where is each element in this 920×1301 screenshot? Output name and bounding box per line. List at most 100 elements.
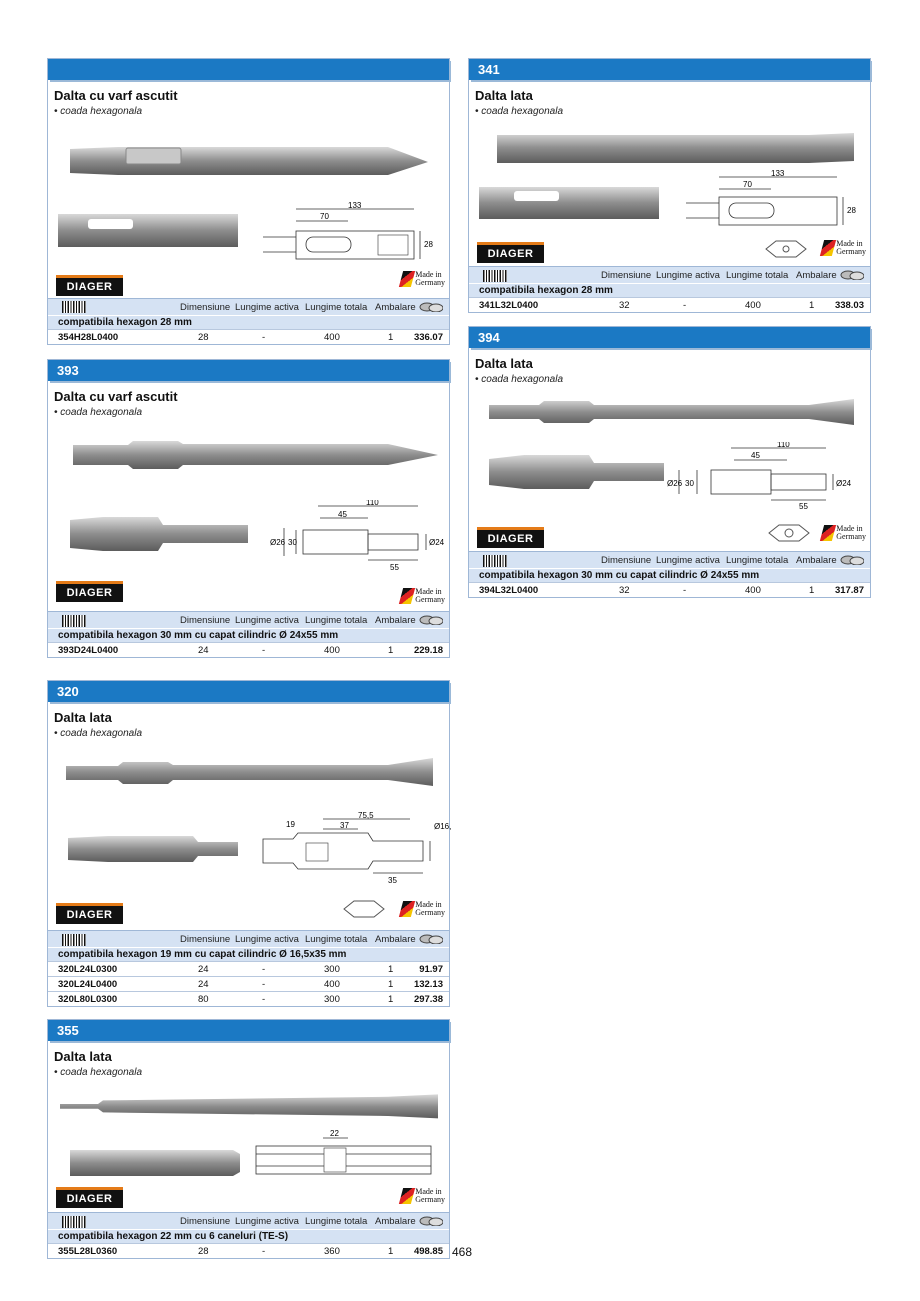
compatibility: compatibila hexagon 19 mm cu capat cilin… xyxy=(48,947,449,961)
product-card-393: 393 Dalta cu varf ascutit • coada hexago… xyxy=(47,359,450,658)
product-subtitle: • coada hexagonala xyxy=(54,407,143,418)
hexagon-icon xyxy=(768,524,810,542)
hexagon-icon xyxy=(343,900,385,918)
compatibility: compatibila hexagon 28 mm xyxy=(469,283,870,297)
package-icon xyxy=(840,270,864,280)
chisel-illustration xyxy=(489,399,854,489)
dimension-drawing: 110 45 Ø26 30 55 Ø24 xyxy=(270,500,445,572)
product-title: Dalta lata xyxy=(54,1049,112,1064)
product-subtitle: • coada hexagonala xyxy=(54,1067,143,1078)
germany-flag-icon xyxy=(399,588,416,604)
dim-label-28: 28 xyxy=(847,206,856,215)
table-header: Dimensiune Lungime activa Lungime totala… xyxy=(48,930,449,947)
page-number: 468 xyxy=(452,1245,473,1259)
product-card-394: 394 Dalta lata • coada hexagonala 110 45… xyxy=(468,326,871,598)
dim-label-70: 70 xyxy=(743,180,752,189)
dim-label-133: 133 xyxy=(771,169,785,178)
germany-flag-icon xyxy=(399,271,416,287)
hexagon-icon xyxy=(765,240,807,258)
chisel-illustration xyxy=(66,758,433,862)
product-subtitle: • coada hexagonala xyxy=(54,106,143,117)
dim-label-37: 37 xyxy=(340,821,349,830)
table-row: 320L80L0300 80 - 300 1 297.38 xyxy=(48,991,449,1006)
dimension-drawing: 133 70 28 xyxy=(263,201,433,260)
diager-logo: DIAGER xyxy=(56,275,123,296)
table-header: Dimensiune Lungime activa Lungime totala… xyxy=(48,298,449,315)
dim-label-55: 55 xyxy=(390,563,399,572)
card-number: 355 xyxy=(48,1020,449,1041)
dimension-drawing: 22 xyxy=(255,1130,432,1175)
package-icon xyxy=(419,1216,443,1226)
product-table: Dimensiune Lungime activa Lungime totala… xyxy=(48,298,449,344)
package-icon xyxy=(840,555,864,565)
dim-label-d24: Ø24 xyxy=(836,479,852,488)
dim-label-d24: Ø24 xyxy=(429,538,445,547)
product-subtitle: • coada hexagonala xyxy=(475,106,564,117)
compatibility: compatibila hexagon 22 mm cu 6 caneluri … xyxy=(48,1229,449,1243)
chisel-illustration xyxy=(60,1094,438,1176)
table-row: 355L28L0360 28 - 360 1 498.85 xyxy=(48,1243,449,1258)
product-title: Dalta lata xyxy=(475,88,533,103)
chisel-illustration xyxy=(70,441,438,551)
dim-label-70: 70 xyxy=(320,212,329,221)
chisel-illustration xyxy=(58,147,428,247)
product-card-320: 320 Dalta lata • coada hexagonala 75,5 3… xyxy=(47,680,451,1007)
product-table: Dimensiune Lungime activa Lungime totala… xyxy=(469,266,870,312)
dimension-drawing: 133 70 28 xyxy=(686,169,856,226)
dim-label-30: 30 xyxy=(288,538,297,547)
table-row: 354H28L0400 28 - 400 1 336.07 xyxy=(48,329,449,344)
dim-label-75-5: 75,5 xyxy=(358,811,374,820)
dimension-drawing: 75,5 37 19 Ø16,5 35 xyxy=(262,811,451,885)
diager-logo: DIAGER xyxy=(56,581,123,602)
table-header: Dimensiune Lungime activa Lungime totala… xyxy=(48,611,449,628)
card-number: 320 xyxy=(48,681,449,702)
product-table: Dimensiune Lungime activa Lungime totala… xyxy=(469,551,870,597)
table-row: 393D24L0400 24 - 400 1 229.18 xyxy=(48,642,449,657)
product-table: Dimensiune Lungime activa Lungime totala… xyxy=(48,1212,449,1258)
dim-label-110: 110 xyxy=(366,500,379,507)
table-row: 341L32L0400 32 - 400 1 338.03 xyxy=(469,297,870,312)
table-row: 320L24L0300 24 - 300 1 91.97 xyxy=(48,961,449,976)
germany-flag-icon xyxy=(399,901,416,917)
barcode-icon xyxy=(62,615,86,627)
product-card-354: Dalta cu varf ascutit • coada hexagonala… xyxy=(47,58,450,345)
table-header: Dimensiune Lungime activa Lungime totala… xyxy=(469,551,870,568)
dim-label-d26: Ø26 xyxy=(270,538,286,547)
card-number xyxy=(48,59,449,80)
table-row: 394L32L0400 32 - 400 1 317.87 xyxy=(469,582,870,597)
germany-flag-icon xyxy=(399,1188,416,1204)
dim-label-110: 110 xyxy=(777,442,790,449)
barcode-icon xyxy=(483,270,507,282)
germany-flag-icon xyxy=(820,240,837,256)
package-icon xyxy=(419,615,443,625)
barcode-icon xyxy=(62,934,86,946)
dim-label-30: 30 xyxy=(685,479,694,488)
dim-label-22: 22 xyxy=(330,1130,339,1138)
diager-logo: DIAGER xyxy=(477,527,544,548)
card-number: 394 xyxy=(469,327,870,348)
compatibility: compatibila hexagon 28 mm xyxy=(48,315,449,329)
dim-label-133: 133 xyxy=(348,201,362,210)
product-table: Dimensiune Lungime activa Lungime totala… xyxy=(48,930,449,1006)
barcode-icon xyxy=(62,1216,86,1228)
dim-label-19: 19 xyxy=(286,820,295,829)
product-table: Dimensiune Lungime activa Lungime totala… xyxy=(48,611,449,657)
card-number: 393 xyxy=(48,360,449,381)
chisel-illustration xyxy=(479,133,854,219)
dim-label-d26: Ø26 xyxy=(667,479,683,488)
diager-logo: DIAGER xyxy=(477,242,544,263)
package-icon xyxy=(419,302,443,312)
product-title: Dalta cu varf ascutit xyxy=(54,88,178,103)
dim-label-28: 28 xyxy=(424,240,433,249)
diager-logo: DIAGER xyxy=(56,903,123,924)
product-card-341: 341 Dalta lata • coada hexagonala 133 70… xyxy=(468,58,871,313)
diager-logo: DIAGER xyxy=(56,1187,123,1208)
dim-label-d16-5: Ø16,5 xyxy=(434,822,451,831)
germany-flag-icon xyxy=(820,525,837,541)
